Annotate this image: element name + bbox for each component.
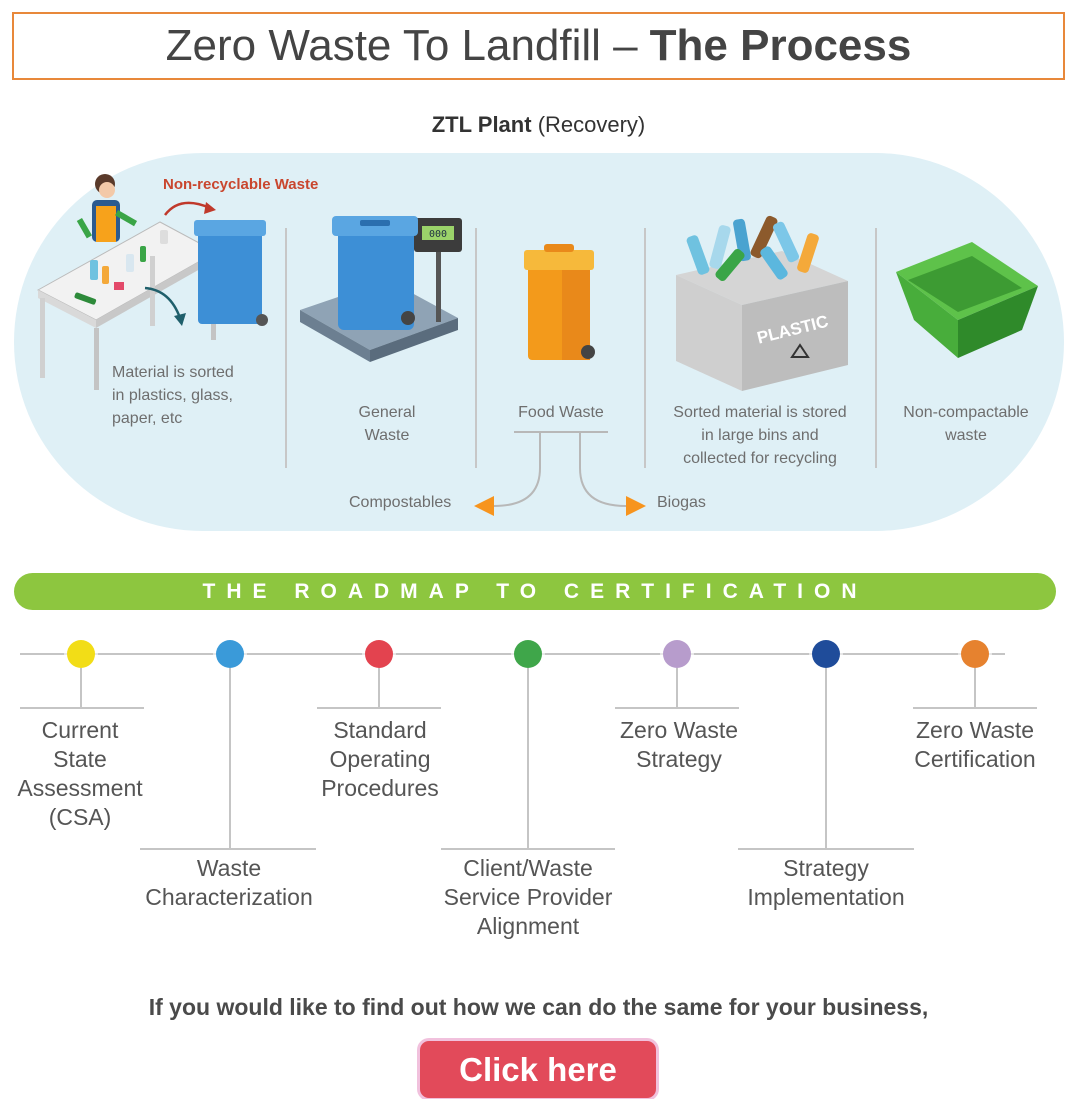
step-label-line: Strategy bbox=[783, 855, 869, 881]
step-connector bbox=[676, 668, 678, 708]
step-label-zero-waste-strategy: Zero Waste Strategy bbox=[579, 716, 779, 774]
noncompact-caption-line: Non-compactable bbox=[903, 404, 1029, 421]
step-label-line: Certification bbox=[914, 746, 1036, 772]
sorting-caption: Material is sorted in plastics, glass, p… bbox=[112, 361, 282, 430]
non-recyclable-label: Non-recyclable Waste bbox=[163, 176, 319, 193]
plant-heading-regular: (Recovery) bbox=[537, 112, 646, 137]
step-label-line: Zero Waste bbox=[915, 717, 1034, 743]
step-label-waste-characterization: Waste Characterization bbox=[129, 854, 329, 912]
step-label-line: Alignment bbox=[476, 913, 580, 939]
step-label-sop: Standard Operating Procedures bbox=[280, 716, 480, 803]
page-title: Zero Waste To Landfill – The Process bbox=[12, 12, 1065, 80]
scale-display: 000 bbox=[429, 229, 447, 240]
step-underline bbox=[140, 848, 316, 850]
step-dot-zero-waste-strategy bbox=[663, 640, 691, 668]
step-connector bbox=[825, 668, 827, 848]
step-dot-waste-characterization bbox=[216, 640, 244, 668]
stored-caption-line: collected for recycling bbox=[683, 450, 837, 467]
section-divider bbox=[475, 228, 477, 468]
step-label-line: Operating bbox=[329, 746, 431, 772]
step-underline bbox=[615, 707, 739, 709]
step-label-line: Procedures bbox=[321, 775, 439, 801]
food-waste-caption: Food Waste bbox=[506, 401, 616, 424]
step-label-line: Zero Waste bbox=[619, 717, 738, 743]
step-connector bbox=[378, 668, 380, 708]
step-connector bbox=[974, 668, 976, 708]
general-caption-line: General bbox=[358, 404, 416, 421]
bin-on-scale-illustration: 000 bbox=[300, 216, 462, 362]
title-bold: The Process bbox=[649, 21, 912, 70]
food-waste-branch-arrows bbox=[474, 431, 646, 516]
sorting-caption-line: in plastics, glass, bbox=[112, 387, 233, 404]
step-dot-csa bbox=[67, 640, 95, 668]
plastic-bin-illustration: PLASTIC bbox=[676, 215, 848, 391]
roadmap-title-bar: THE ROADMAP TO CERTIFICATION bbox=[14, 573, 1056, 610]
step-label-alignment: Client/Waste Service Provider Alignment bbox=[428, 854, 628, 941]
food-waste-bin-illustration bbox=[524, 244, 595, 360]
sorting-caption-line: paper, etc bbox=[112, 410, 183, 427]
timeline-line bbox=[20, 653, 1005, 655]
section-divider bbox=[644, 228, 646, 468]
general-waste-caption: General Waste bbox=[332, 401, 442, 447]
noncompact-caption-line: waste bbox=[945, 427, 987, 444]
step-label-line: Service Provider bbox=[443, 884, 613, 910]
step-connector bbox=[80, 668, 82, 708]
stored-material-caption: Sorted material is stored in large bins … bbox=[655, 401, 865, 470]
sorting-caption-line: Material is sorted bbox=[112, 364, 234, 381]
plant-heading-bold: ZTL Plant bbox=[431, 112, 532, 137]
sorting-table-illustration bbox=[36, 174, 268, 390]
stored-caption-line: in large bins and bbox=[701, 427, 819, 444]
step-dot-zero-waste-certification bbox=[961, 640, 989, 668]
step-label-strategy-implementation: Strategy Implementation bbox=[726, 854, 926, 912]
biogas-label: Biogas bbox=[657, 494, 706, 511]
step-connector bbox=[229, 668, 231, 848]
section-divider bbox=[285, 228, 287, 468]
step-label-line: State bbox=[53, 746, 107, 772]
step-label-line: Current bbox=[41, 717, 119, 743]
noncompactable-caption: Non-compactable waste bbox=[886, 401, 1046, 447]
step-label-line: (CSA) bbox=[48, 804, 112, 830]
step-label-csa: Current State Assessment (CSA) bbox=[0, 716, 180, 832]
cta-text: If you would like to find out how we can… bbox=[148, 994, 929, 1020]
plant-heading: ZTL Plant (Recovery) bbox=[0, 112, 1077, 138]
step-underline bbox=[738, 848, 914, 850]
step-underline bbox=[441, 848, 615, 850]
step-underline bbox=[20, 707, 144, 709]
step-label-line: Client/Waste bbox=[463, 855, 593, 881]
step-connector bbox=[527, 668, 529, 848]
title-regular: Zero Waste To Landfill – bbox=[165, 21, 638, 70]
step-underline bbox=[913, 707, 1037, 709]
step-dot-strategy-implementation bbox=[812, 640, 840, 668]
step-label-line: Characterization bbox=[145, 884, 313, 910]
general-caption-line: Waste bbox=[364, 427, 410, 444]
step-underline bbox=[317, 707, 441, 709]
compostables-label: Compostables bbox=[349, 494, 452, 511]
green-skip-illustration bbox=[896, 242, 1038, 358]
step-label-line: Implementation bbox=[747, 884, 905, 910]
step-dot-sop bbox=[365, 640, 393, 668]
step-label-line: Strategy bbox=[636, 746, 722, 772]
step-label-line: Standard bbox=[333, 717, 427, 743]
step-dot-alignment bbox=[514, 640, 542, 668]
step-label-line: Waste bbox=[196, 855, 262, 881]
food-caption-line: Food Waste bbox=[518, 404, 604, 421]
step-label-zero-waste-certification: Zero Waste Certification bbox=[875, 716, 1075, 774]
stored-caption-line: Sorted material is stored bbox=[673, 404, 847, 421]
click-here-button[interactable]: Click here bbox=[420, 1041, 656, 1098]
step-label-line: Assessment bbox=[17, 775, 143, 801]
section-divider bbox=[875, 228, 877, 468]
